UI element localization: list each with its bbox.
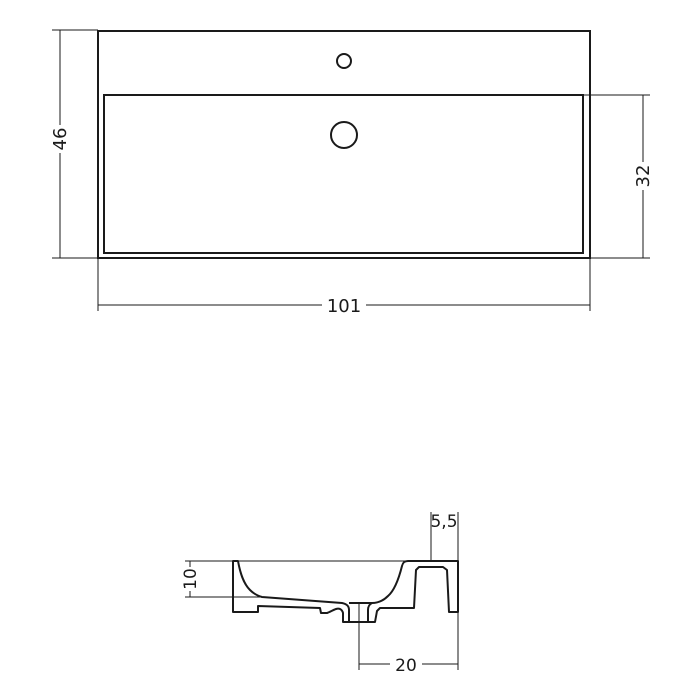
depth-label: 46 xyxy=(50,128,71,151)
top-view: 46 32 101 xyxy=(50,29,654,317)
section-view: 10 5,5 20 xyxy=(181,512,459,676)
width-label: 101 xyxy=(327,296,361,317)
basin-depth-label: 32 xyxy=(633,165,654,188)
dimension-basin-height: 10 xyxy=(181,560,408,598)
basin-height-label: 10 xyxy=(181,568,201,590)
dimension-width: 101 xyxy=(97,258,591,317)
dimension-rim-width: 5,5 xyxy=(430,512,459,612)
drain-offset-label: 20 xyxy=(395,656,417,676)
dimension-drain-offset: 20 xyxy=(358,603,459,676)
dimension-depth: 46 xyxy=(50,29,98,259)
tap-hole-icon xyxy=(336,53,352,69)
section-profile xyxy=(232,560,350,623)
basin-outline xyxy=(103,94,584,254)
dimension-basin-depth: 32 xyxy=(583,94,654,259)
drain-hole-icon xyxy=(330,121,358,149)
outer-outline xyxy=(97,30,591,259)
rim-width-label: 5,5 xyxy=(430,512,457,532)
